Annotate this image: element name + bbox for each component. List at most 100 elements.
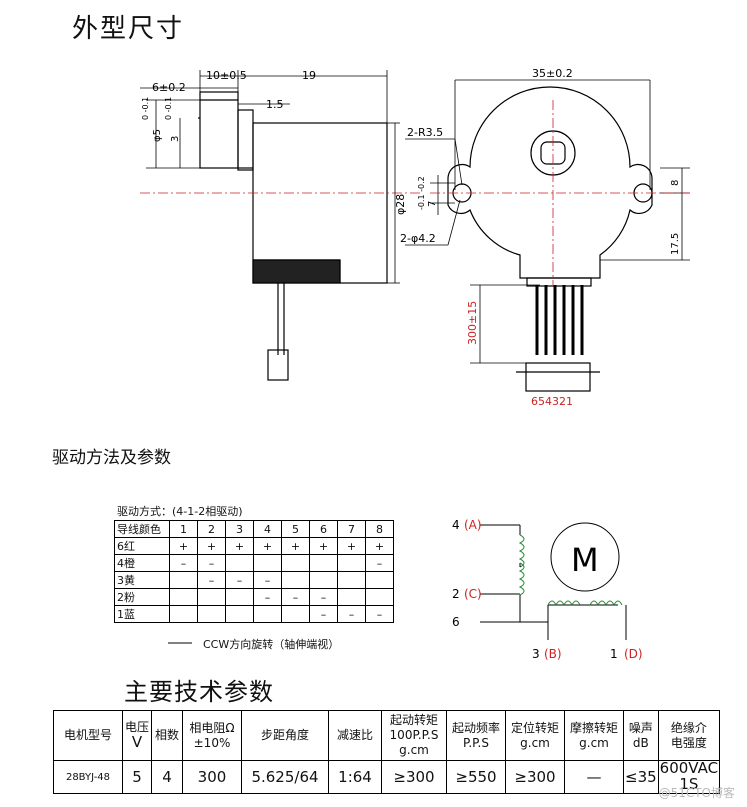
dim-1-5: 1.5 [266,98,284,111]
drive-cell: + [253,537,282,555]
label-D: (D) [624,647,643,661]
drive-cell: – [197,571,226,589]
direction-arrow-line [168,642,192,644]
drive-cell [281,605,310,623]
drive-cell [337,571,366,589]
outline-title: 外型尺寸 [72,14,185,44]
label-A: (A) [464,518,482,532]
dim-300: 300±15 [466,301,479,345]
dim-phi5: φ5 [152,129,163,142]
drive-cell [281,554,310,572]
drive-cell [225,588,254,606]
drive-cell [281,571,310,589]
drive-cell: – [365,605,394,623]
dim-7: 7 [427,201,438,207]
drive-cell: + [281,537,310,555]
val-resistance: 300 [182,760,242,794]
connector-pins: 654321 [531,395,573,408]
dim-35: 35±0.2 [532,67,573,80]
main-params-title: 主要技术参数 [124,678,274,706]
step-3: 3 [225,520,254,538]
drive-cell [169,605,198,623]
drive-cell [309,554,338,572]
dim-175: 17.5 [670,233,681,255]
wire-label: 3黄 [114,571,170,589]
hdr-ratio: 减速比 [328,710,382,761]
drive-cell [169,571,198,589]
val-voltage: 5 [122,760,152,794]
drive-cell: – [365,554,394,572]
dim-phi5-tol: 0 -0.1 [141,97,150,120]
watermark: @51CTO博客 [658,786,735,800]
drive-cell: + [197,537,226,555]
drive-cell [225,605,254,623]
direction-note: CCW方向旋转（轴伸端视） [203,638,340,651]
drive-cell [169,588,198,606]
drive-cell [365,588,394,606]
drive-row-red: 6红 + + + + + + + + [114,537,394,555]
drive-cell: – [281,588,310,606]
hdr-insulation: 绝缘介电强度 [657,710,721,761]
val-hold-torque: ≥300 [505,760,565,794]
wire-label: 6红 [114,537,170,555]
drive-cell [197,605,226,623]
dim-r35: 2-R3.5 [407,126,443,139]
drive-cell: – [197,554,226,572]
drive-cell: – [225,571,254,589]
drive-cell: + [337,537,366,555]
drive-cell [309,571,338,589]
drive-cell: – [253,571,282,589]
drive-cell [253,554,282,572]
step-1: 1 [169,520,198,538]
label-6: 6 [452,615,460,629]
val-phases: 4 [151,760,183,794]
drive-caption: 驱动方式：(4-1-2相驱动) [117,505,243,518]
label-3: 3 [532,647,540,661]
drive-row-orange: 4橙 – – – [114,554,394,572]
dim-7-tol: -0.1 -0.2 [417,176,426,210]
drive-cell: – [169,554,198,572]
label-2: 2 [452,587,460,601]
hdr-model: 电机型号 [53,710,123,761]
drive-cell [365,571,394,589]
label-4: 4 [452,518,460,532]
drive-method-title: 驱动方法及参数 [52,448,171,468]
drive-row-yellow: 3黄 – – – [114,571,394,589]
val-start-torque: ≥300 [381,760,447,794]
wire-label: 1蓝 [114,605,170,623]
hdr-phases: 相数 [151,710,183,761]
drive-cell [197,588,226,606]
dim-3-tol: 0 -0.1 [164,97,173,120]
step-8: 8 [365,520,394,538]
step-6: 6 [309,520,338,538]
outline-drawing: 6±0.2 10±0.5 19 1.5 φ5 0 -0.1 3 0 -0.1 φ… [140,67,690,408]
drive-cell [337,554,366,572]
spec-value-row: 28BYJ-48 5 4 300 5.625/64 1:64 ≥300 ≥550… [53,760,721,794]
drive-table: 导线颜色 1 2 3 4 5 6 7 8 6红 + + + + + + + + … [114,520,394,623]
dim-10: 10±0.5 [206,69,247,82]
step-5: 5 [281,520,310,538]
dim-8: 8 [670,180,681,186]
drive-cell [253,605,282,623]
drive-header-row: 导线颜色 1 2 3 4 5 6 7 8 [114,520,394,538]
wire-label: 2粉 [114,588,170,606]
drive-row-pink: 2粉 – – – [114,588,394,606]
drive-cell: + [169,537,198,555]
val-ratio: 1:64 [328,760,382,794]
dim-phi42: 2-φ4.2 [400,232,436,245]
drive-cell: + [225,537,254,555]
val-model: 28BYJ-48 [53,760,123,794]
drive-cell: – [309,588,338,606]
drive-cell: – [337,605,366,623]
val-noise: ≤35 [623,760,659,794]
val-friction-torque: — [564,760,624,794]
step-4: 4 [253,520,282,538]
hdr-step-angle: 步距角度 [241,710,329,761]
label-C: (C) [464,587,482,601]
